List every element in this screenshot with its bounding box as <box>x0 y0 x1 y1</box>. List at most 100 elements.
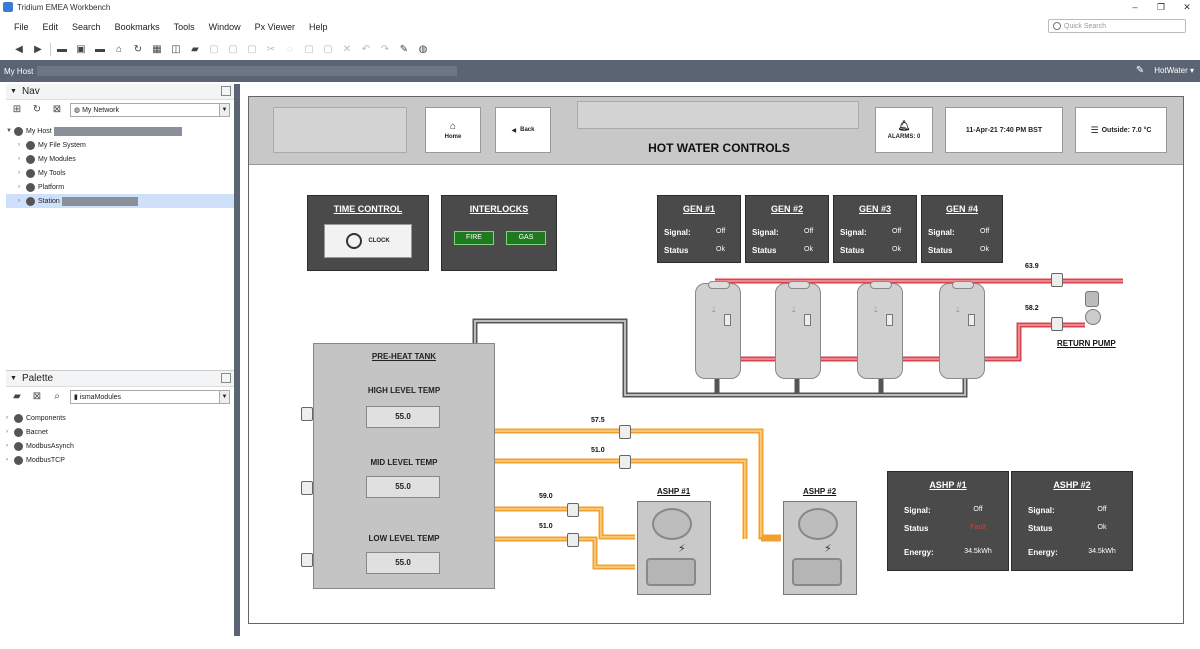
quick-search-input[interactable]: Quick Search <box>1048 19 1186 33</box>
expand-icon[interactable]: › <box>6 429 8 435</box>
tank-mid-sensor-icon[interactable] <box>301 481 313 495</box>
delete-icon[interactable]: ✕ <box>342 43 352 55</box>
water-heater-4[interactable]: 💧︎ <box>939 281 985 379</box>
expand-icon[interactable]: › <box>6 443 8 449</box>
tree-node-file-system[interactable]: › My File System <box>6 138 234 152</box>
expand-icon[interactable]: › <box>18 198 20 204</box>
view-name[interactable]: HotWater <box>1154 66 1188 75</box>
expand-icon[interactable]: › <box>18 184 20 190</box>
back-button[interactable]: ◀ Back <box>495 107 551 153</box>
ashp-1-unit[interactable]: ⚡︎ <box>637 501 711 595</box>
paste-icon[interactable]: ▢ <box>304 43 314 55</box>
menu-file[interactable]: File <box>14 22 29 32</box>
expand-icon[interactable]: › <box>18 170 20 176</box>
save-icon[interactable]: ▢ <box>209 43 219 55</box>
tree-icon[interactable]: ⊞ <box>12 104 22 115</box>
pipe-sensor-icon[interactable] <box>567 533 579 547</box>
copy-icon[interactable]: ◌ <box>287 43 293 55</box>
expand-icon[interactable]: › <box>18 156 20 162</box>
pipe-sensor-icon[interactable] <box>567 503 579 517</box>
gas-interlock[interactable]: GAS <box>506 231 546 245</box>
menu-px-viewer[interactable]: Px Viewer <box>254 22 295 32</box>
refresh-icon[interactable]: ↻ <box>32 104 42 115</box>
path-host[interactable]: My Host <box>4 66 34 76</box>
cut-icon[interactable]: ✂ <box>266 43 276 55</box>
home-icon[interactable]: ⌂ <box>115 43 123 55</box>
tank-low-sensor-icon[interactable] <box>301 553 313 567</box>
palette-node[interactable]: › Bacnet <box>6 425 234 439</box>
maximize-button[interactable]: ❐ <box>1156 2 1166 12</box>
tree-node-my-host[interactable]: ▼ My Host <box>6 124 234 138</box>
back-arrow-icon[interactable]: ◀ <box>15 43 23 55</box>
folder-icon[interactable]: ▰ <box>191 43 199 55</box>
globe-icon[interactable]: ◍ <box>418 43 428 55</box>
status-value: Fault <box>970 524 986 531</box>
return-sensor-icon[interactable] <box>1051 317 1063 331</box>
forward-arrow-icon[interactable]: ▶ <box>34 43 42 55</box>
tree-node-modules[interactable]: › My Modules <box>6 152 234 166</box>
alarms-button[interactable]: 🔔︎ ALARMS: 0 <box>875 107 933 153</box>
pen-icon[interactable]: ✎ <box>399 43 409 55</box>
duplicate-icon[interactable]: ▢ <box>323 43 333 55</box>
folder-up-icon[interactable]: ▬ <box>57 43 67 55</box>
undo-icon[interactable]: ↶ <box>361 43 371 55</box>
expand-icon[interactable]: › <box>18 142 20 148</box>
water-heater-1[interactable]: 💧︎ <box>695 281 741 379</box>
find-icon[interactable]: ⌕ <box>54 391 60 402</box>
new-icon[interactable]: ▢ <box>247 43 257 55</box>
close-icon[interactable]: ⊠ <box>52 104 62 115</box>
tree-node-station[interactable]: › Station <box>6 194 234 208</box>
nav-combo[interactable]: ◍ My Network ▼ <box>70 103 230 117</box>
side-bar-icon[interactable]: ▣ <box>76 43 86 55</box>
water-heater-2[interactable]: 💧︎ <box>775 281 821 379</box>
save-all-icon[interactable]: ▢ <box>228 43 238 55</box>
console-icon[interactable]: ▦ <box>152 43 162 55</box>
supply-sensor-icon[interactable] <box>1051 273 1063 287</box>
palette-node[interactable]: › Components <box>6 411 234 425</box>
menu-search[interactable]: Search <box>72 22 101 32</box>
pipe-sensor-icon[interactable] <box>619 455 631 469</box>
minimize-button[interactable]: – <box>1132 2 1138 12</box>
pipe-sensor-icon[interactable] <box>619 425 631 439</box>
view-selector[interactable]: ✎ HotWater ▾ <box>1136 65 1194 76</box>
pane-splitter[interactable] <box>234 84 240 636</box>
fire-interlock[interactable]: FIRE <box>454 231 494 245</box>
host-icon <box>14 126 23 136</box>
refresh-icon[interactable]: ↻ <box>133 43 143 55</box>
tree-node-tools[interactable]: › My Tools <box>6 166 234 180</box>
menu-edit[interactable]: Edit <box>42 22 59 32</box>
close-button[interactable]: ✕ <box>1183 2 1191 12</box>
menu-help[interactable]: Help <box>308 22 328 32</box>
chevron-down-icon[interactable]: ▼ <box>219 391 229 403</box>
water-heater-3[interactable]: 💧︎ <box>857 281 903 379</box>
maximize-panel-icon[interactable] <box>221 86 231 96</box>
maximize-panel-icon[interactable] <box>221 373 231 383</box>
collapse-icon[interactable]: ▼ <box>10 88 17 95</box>
tank-high-sensor-icon[interactable] <box>301 407 313 421</box>
history-icon[interactable]: ▬ <box>95 43 105 55</box>
menu-window[interactable]: Window <box>208 22 241 32</box>
redo-icon[interactable]: ↷ <box>380 43 390 55</box>
expand-icon[interactable]: › <box>6 457 8 463</box>
menu-tools[interactable]: Tools <box>173 22 195 32</box>
tree-node-platform[interactable]: › Platform <box>6 180 234 194</box>
menu-bookmarks[interactable]: Bookmarks <box>114 22 160 32</box>
home-button[interactable]: ⌂ Home <box>425 107 481 153</box>
palette-node[interactable]: › ModbusAsynch <box>6 439 234 453</box>
expand-icon[interactable]: ▼ <box>6 128 12 134</box>
open-folder-icon[interactable]: ▰ <box>13 391 21 402</box>
palette-node[interactable]: › ModbusTCP <box>6 453 234 467</box>
expand-icon[interactable]: › <box>6 415 8 421</box>
close-icon[interactable]: ⊠ <box>32 391 42 402</box>
gauge-icon <box>968 314 975 326</box>
split-icon[interactable]: ◫ <box>171 43 181 55</box>
edit-pen-icon[interactable]: ✎ <box>1135 65 1145 76</box>
ashp-2-unit[interactable]: ⚡︎ <box>783 501 857 595</box>
palette-combo[interactable]: ▮ ismaModules ▼ <box>70 390 230 404</box>
clock-button[interactable]: CLOCK <box>324 224 412 258</box>
chevron-down-icon[interactable]: ▼ <box>219 104 229 116</box>
toolbar-separator <box>50 42 51 56</box>
nav-header: ▼ Nav <box>6 84 234 100</box>
collapse-icon[interactable]: ▼ <box>10 375 17 382</box>
return-pump-icon[interactable] <box>1085 291 1101 327</box>
